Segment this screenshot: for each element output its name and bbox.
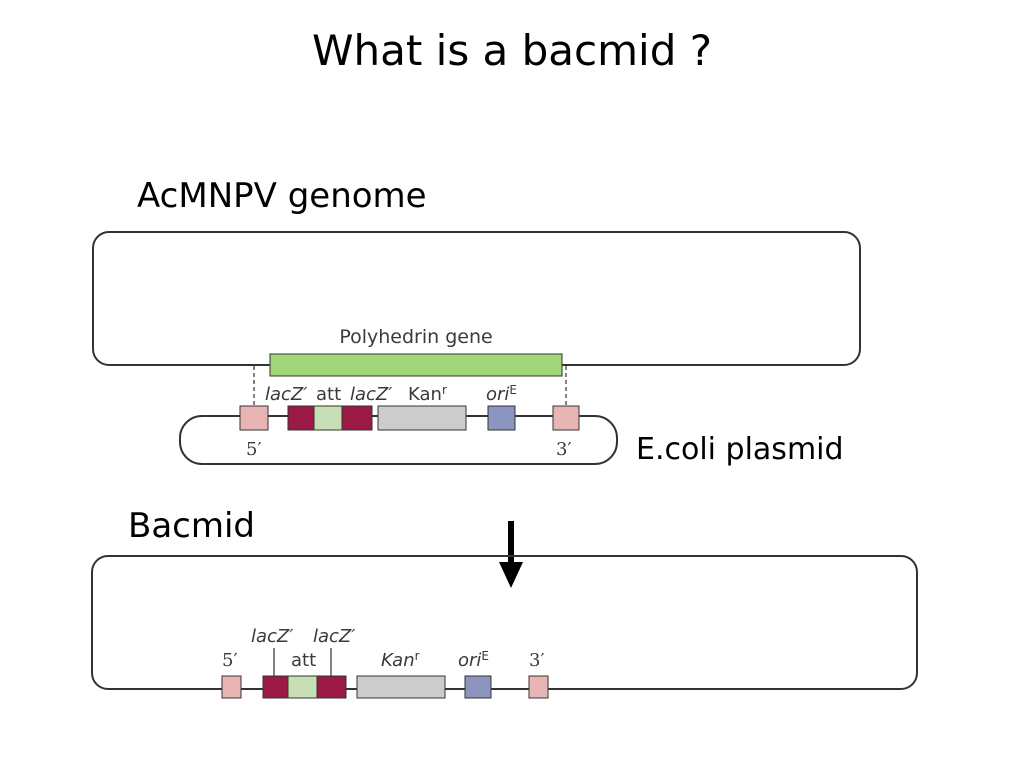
plasmid-label: E.coli plasmid — [636, 432, 844, 467]
plasmid-lacz-right-box — [341, 405, 373, 431]
slide-title: What is a bacmid ? — [311, 26, 713, 75]
plasmid-5prime-box — [239, 405, 269, 431]
plasmid-att-label: att — [316, 384, 341, 405]
bacmid-att-box — [287, 675, 318, 699]
bacmid-lacz-left-label: lacZ′ — [251, 626, 293, 647]
bacmid-kan-box — [356, 675, 446, 699]
bacmid-outline — [91, 555, 918, 690]
bacmid-label: Bacmid — [128, 506, 256, 546]
plasmid-kan-box — [377, 405, 467, 431]
plasmid-ori-box — [487, 405, 516, 431]
bacmid-lacz-right-label: lacZ′ — [313, 626, 355, 647]
bacmid-ori-label: oriE — [458, 649, 489, 671]
plasmid-att-box — [313, 405, 343, 431]
plasmid-kan-label: Kanr — [408, 383, 447, 405]
plasmid-3prime-box — [552, 405, 580, 431]
plasmid-lacz-left-label: lacZ′ — [265, 384, 307, 405]
bacmid-lacz-right-box — [316, 675, 347, 699]
arrow-head — [499, 562, 523, 588]
polyhedrin-gene-label: Polyhedrin gene — [339, 326, 492, 348]
bacmid-3prime-label: 3′ — [529, 650, 545, 671]
bacmid-att-label: att — [291, 650, 316, 671]
bacmid-5prime-box — [221, 675, 242, 699]
plasmid-3prime-label: 3′ — [556, 439, 572, 460]
plasmid-lacz-right-label: lacZ′ — [350, 384, 392, 405]
plasmid-lacz-left-box — [287, 405, 315, 431]
genome-label: AcMNPV genome — [137, 176, 427, 216]
plasmid-5prime-label: 5′ — [246, 439, 262, 460]
polyhedrin-gene-box — [269, 353, 563, 377]
bacmid-lacz-left-box — [262, 675, 289, 699]
bacmid-kan-label: Kanr — [381, 649, 420, 671]
bacmid-5prime-label: 5′ — [222, 650, 238, 671]
bacmid-3prime-box — [528, 675, 549, 699]
plasmid-ori-label: oriE — [486, 383, 517, 405]
bacmid-ori-box — [464, 675, 492, 699]
